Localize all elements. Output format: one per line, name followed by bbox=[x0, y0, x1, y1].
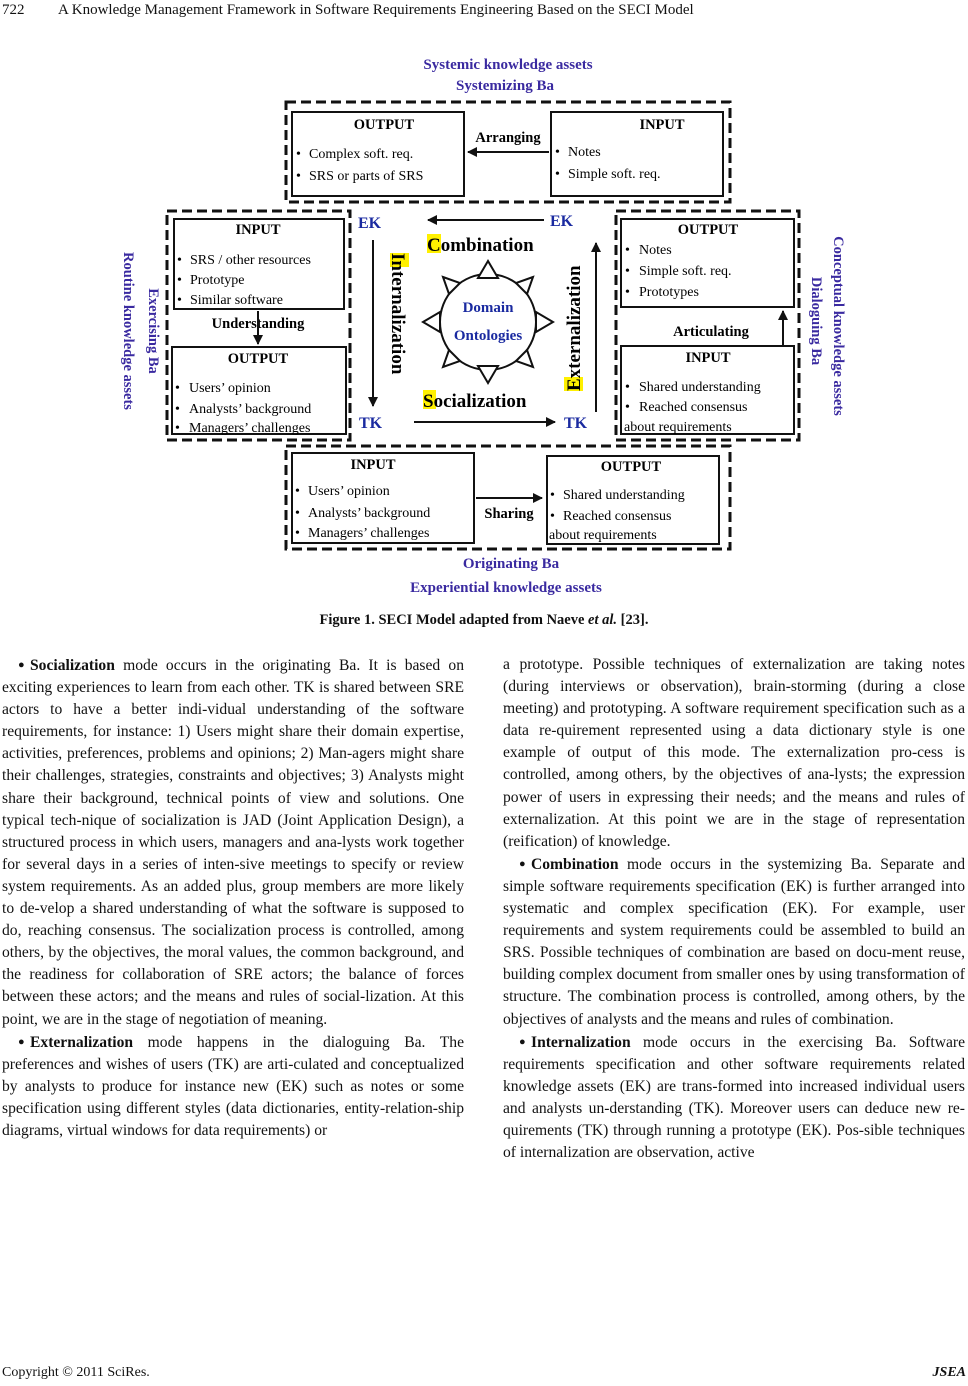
svg-text:SRS or parts of SRS: SRS or parts of SRS bbox=[309, 169, 423, 184]
top-input-box: INPUT • Notes • Simple soft. req. bbox=[550, 111, 724, 197]
svg-text:Shared understanding: Shared understanding bbox=[639, 380, 761, 395]
domain-label: Domain bbox=[463, 300, 514, 316]
svg-text:about requirements: about requirements bbox=[549, 528, 657, 543]
svg-text:INPUT: INPUT bbox=[639, 117, 684, 133]
ontologies-label: Ontologies bbox=[454, 328, 522, 344]
svg-text:Reached consensus: Reached consensus bbox=[563, 509, 671, 524]
svg-text:OUTPUT: OUTPUT bbox=[601, 459, 662, 475]
svg-text:Notes: Notes bbox=[568, 145, 601, 160]
bottom-output-box: OUTPUT • Shared understanding • Reached co… bbox=[546, 455, 720, 545]
svg-text:•: • bbox=[296, 169, 301, 184]
bottom-ba-label: Originating Ba bbox=[463, 556, 560, 572]
svg-text:•: • bbox=[295, 526, 300, 541]
svg-text:•: • bbox=[555, 145, 560, 160]
externalization-continued: a prototype. Possible techniques of exte… bbox=[503, 656, 965, 850]
combination-label: Combination bbox=[427, 235, 534, 256]
svg-text:•: • bbox=[625, 380, 630, 395]
externalization-label: Externalization bbox=[564, 265, 585, 391]
page-number: 722 bbox=[2, 2, 25, 18]
svg-text:•: • bbox=[555, 167, 560, 182]
svg-text:Prototypes: Prototypes bbox=[639, 285, 699, 300]
svg-text:Simple soft. req.: Simple soft. req. bbox=[639, 264, 732, 279]
svg-text:Users’ opinion: Users’ opinion bbox=[189, 381, 271, 396]
ek-left-label: EK bbox=[358, 215, 382, 232]
svg-text:Notes: Notes bbox=[639, 243, 672, 258]
svg-text:Shared understanding: Shared understanding bbox=[563, 488, 685, 503]
svg-text:Reached consensus: Reached consensus bbox=[639, 400, 747, 415]
domain-ontologies-icon: Domain Ontologies bbox=[421, 259, 555, 385]
svg-text:•: • bbox=[295, 484, 300, 499]
svg-text:•: • bbox=[625, 264, 630, 279]
svg-text:•: • bbox=[550, 509, 555, 524]
svg-text:•: • bbox=[177, 293, 182, 308]
svg-text:SRS / other resources: SRS / other resources bbox=[190, 253, 311, 268]
socialization-paragraph: ●Socialization mode occurs in the origin… bbox=[2, 657, 464, 1028]
left-assets-title: Routine knowledge assets bbox=[120, 252, 136, 410]
svg-text:Managers’ challenges: Managers’ challenges bbox=[308, 526, 429, 541]
combination-paragraph: ●Combination mode occurs in the systemiz… bbox=[503, 855, 965, 1028]
svg-text:Analysts’ background: Analysts’ background bbox=[308, 506, 430, 521]
svg-text:OUTPUT: OUTPUT bbox=[678, 222, 739, 238]
journal-abbrev: JSEA bbox=[932, 1365, 966, 1380]
tk-left-label: TK bbox=[359, 415, 383, 432]
copyright: Copyright © 2011 SciRes. bbox=[2, 1365, 150, 1380]
top-assets-title: Systemic knowledge assets bbox=[423, 57, 592, 73]
svg-text:•: • bbox=[175, 421, 180, 436]
right-ba-label: Dialoguing Ba bbox=[808, 277, 824, 366]
svg-text:Managers’ challenges: Managers’ challenges bbox=[189, 421, 310, 436]
dialoguing-ba-frame bbox=[614, 209, 801, 442]
svg-text:Users’ opinion: Users’ opinion bbox=[308, 484, 390, 499]
externalization-paragraph: ●Externalization mode happens in the dia… bbox=[2, 1033, 464, 1139]
svg-text:OUTPUT: OUTPUT bbox=[354, 117, 415, 133]
internalization-label: Internalization bbox=[387, 253, 408, 375]
svg-text:•: • bbox=[177, 273, 182, 288]
svg-text:Prototype: Prototype bbox=[190, 273, 244, 288]
bottom-assets-title: Experiential knowledge assets bbox=[410, 580, 602, 596]
arranging-label: Arranging bbox=[475, 130, 541, 146]
socialization-label: Socialization bbox=[423, 391, 527, 412]
svg-text:INPUT: INPUT bbox=[685, 350, 730, 366]
articulating-label: Articulating bbox=[673, 324, 749, 340]
originating-ba-frame bbox=[284, 444, 732, 551]
right-input-box: INPUT • Shared understanding • Reached con… bbox=[620, 345, 795, 435]
svg-text:•: • bbox=[295, 506, 300, 521]
right-output-box: OUTPUT • Notes • Simple soft. req. • Protot… bbox=[620, 218, 795, 308]
tk-right-label: TK bbox=[564, 415, 588, 432]
exercising-ba-frame bbox=[165, 209, 352, 442]
running-title: A Knowledge Management Framework in Soft… bbox=[58, 2, 694, 18]
ek-right-label: EK bbox=[550, 213, 574, 230]
left-column: ●Socialization mode occurs in the origin… bbox=[2, 654, 464, 1142]
right-assets-title: Conceptual knowledge assets bbox=[830, 236, 846, 416]
svg-text:•: • bbox=[175, 402, 180, 417]
svg-text:•: • bbox=[625, 243, 630, 258]
running-header: 722 A Knowledge Management Framework in … bbox=[0, 2, 968, 24]
svg-text:•: • bbox=[550, 488, 555, 503]
svg-text:•: • bbox=[625, 285, 630, 300]
left-ba-label: Exercising Ba bbox=[145, 288, 161, 374]
internalization-paragraph: ●Internalization mode occurs in the exer… bbox=[503, 1033, 965, 1162]
svg-text:•: • bbox=[177, 253, 182, 268]
systemizing-ba-frame bbox=[284, 100, 732, 204]
bottom-input-box: INPUT • Users’ opinion • Analysts’ backgro… bbox=[291, 452, 475, 544]
svg-text:•: • bbox=[296, 147, 301, 162]
figure-caption: Figure 1. SECI Model adapted from Naeve … bbox=[319, 612, 649, 628]
svg-text:•: • bbox=[175, 381, 180, 396]
svg-text:INPUT: INPUT bbox=[235, 222, 280, 238]
svg-text:Simple soft. req.: Simple soft. req. bbox=[568, 167, 661, 182]
svg-text:about requirements: about requirements bbox=[624, 420, 732, 435]
svg-text:INPUT: INPUT bbox=[350, 457, 395, 473]
left-input-box: INPUT •SRS / other resources •Prototype … bbox=[173, 218, 345, 310]
seci-model-figure: Systemic knowledge assets Systemizing Ba… bbox=[120, 57, 846, 596]
svg-text:Similar software: Similar software bbox=[190, 293, 283, 308]
svg-text:OUTPUT: OUTPUT bbox=[228, 351, 289, 367]
svg-text:Analysts’ background: Analysts’ background bbox=[189, 402, 311, 417]
sharing-label: Sharing bbox=[484, 506, 534, 522]
top-output-box: OUTPUT • Complex soft. req. • SRS or parts… bbox=[291, 111, 465, 197]
svg-text:Complex soft. req.: Complex soft. req. bbox=[309, 147, 413, 162]
right-column: a prototype. Possible techniques of exte… bbox=[503, 654, 965, 1164]
top-ba-label: Systemizing Ba bbox=[456, 78, 554, 94]
left-output-box: OUTPUT • Users’ opinion • Analysts’ backgr… bbox=[171, 346, 347, 436]
svg-text:•: • bbox=[625, 400, 630, 415]
